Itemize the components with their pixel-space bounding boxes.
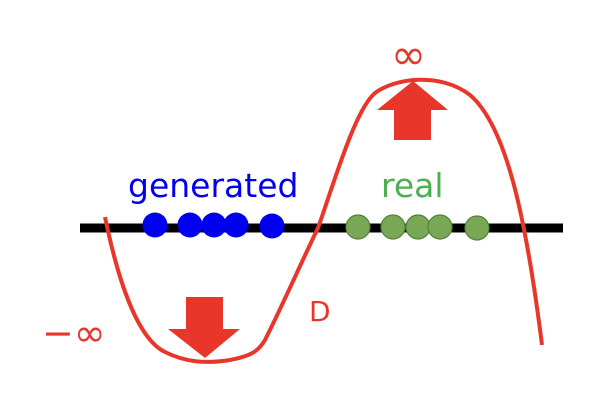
real-point [405,214,431,240]
real-point [427,214,453,240]
label-pos-infinity: ∞ [391,30,426,79]
real-point [380,214,406,240]
generated-point [177,212,203,238]
generated-points [142,212,285,239]
label-neg-infinity: −∞ [42,311,106,355]
generated-point [201,212,227,238]
real-point [345,214,371,240]
real-point [464,215,490,241]
generated-point [223,212,249,238]
generated-point [259,213,285,239]
real-points [345,214,490,241]
label-generated: generated [128,166,298,205]
discriminator-curve [103,77,544,364]
arrow-down-icon [168,297,240,358]
generated-point [142,212,168,238]
label-real: real [381,166,444,205]
arrow-up-icon [377,81,448,140]
label-discriminator: D [309,295,331,328]
